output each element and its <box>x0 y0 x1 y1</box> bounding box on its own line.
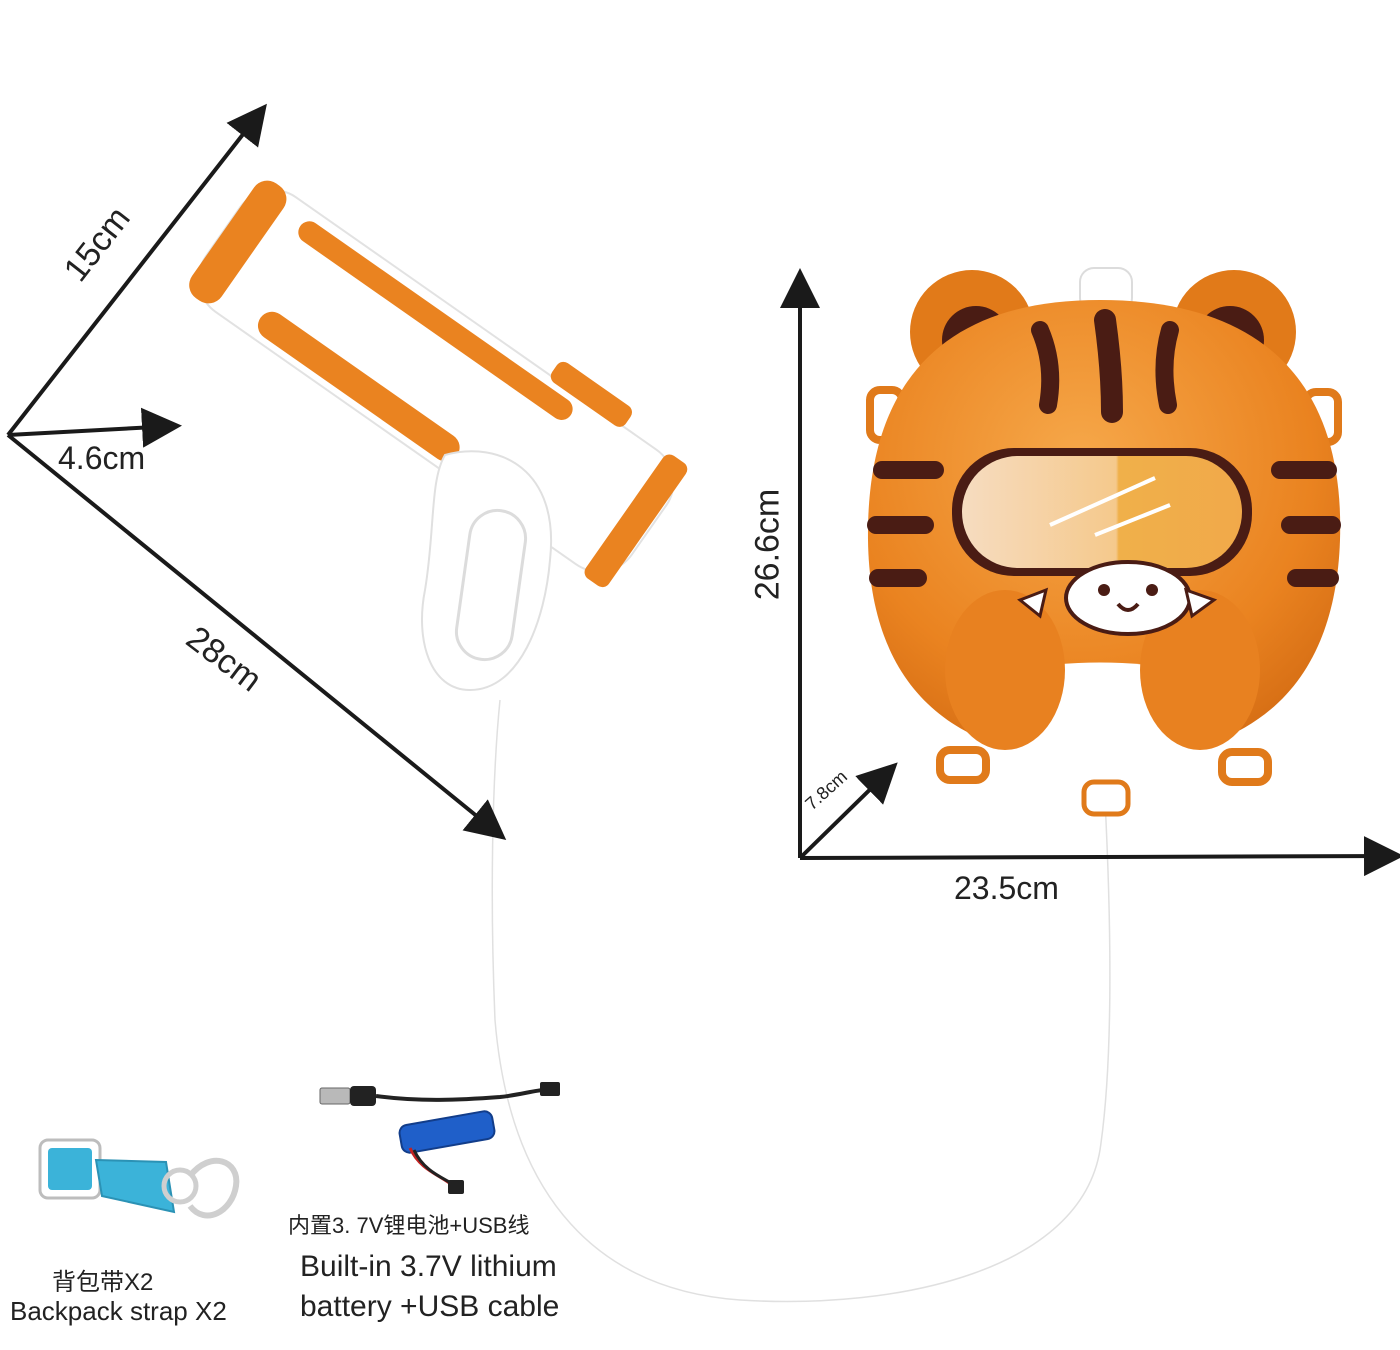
usb-cable <box>319 1082 560 1106</box>
gun-width-label: 4.6cm <box>58 440 146 476</box>
dim-line-4.6cm <box>7 407 182 448</box>
battery-caption-en-line1: Built-in 3.7V lithium <box>300 1250 557 1283</box>
dim-line-7.8cm <box>798 762 898 860</box>
dim-line-15cm <box>6 103 267 437</box>
tank-width-label: 23.5cm <box>954 870 1059 906</box>
strap-caption-en: Backpack strap X2 <box>10 1296 227 1326</box>
tank-height-label: 26.6cm <box>748 488 787 601</box>
lithium-battery <box>398 1110 496 1194</box>
water-gun <box>189 180 688 588</box>
tiger-backpack <box>866 267 1342 817</box>
battery-caption-en-line2: battery +USB cable <box>300 1290 560 1323</box>
dim-line-28cm <box>6 433 507 841</box>
battery-caption-cn: 内置3. 7V锂电池+USB线 <box>288 1213 530 1238</box>
backpack-strap <box>38 1138 240 1219</box>
dim-line-23.5cm <box>799 836 1400 877</box>
strap-caption-cn: 背包带X2 <box>52 1269 154 1296</box>
